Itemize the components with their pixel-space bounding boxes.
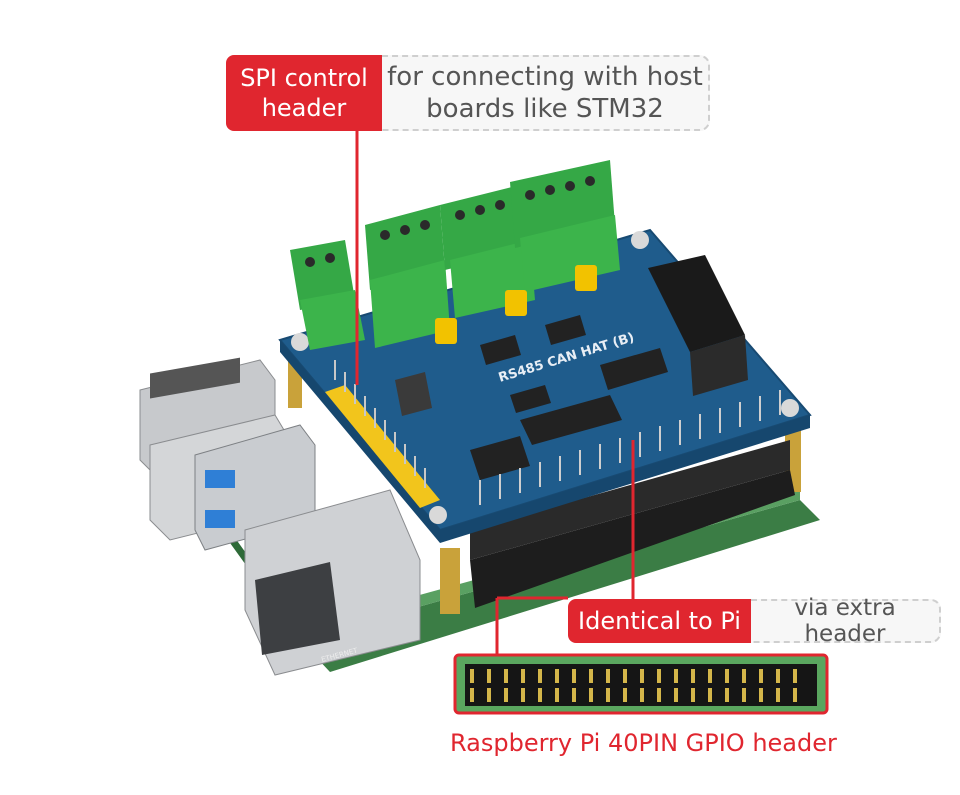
spi-desc-line1: for connecting with host bbox=[387, 62, 703, 92]
gpio-header-closeup bbox=[453, 653, 829, 715]
gpio-caption: Raspberry Pi 40PIN GPIO header bbox=[450, 729, 837, 757]
dc-dc-module bbox=[648, 255, 748, 396]
spi-label-line1: SPI control bbox=[240, 64, 368, 92]
chips bbox=[395, 315, 668, 480]
jumpers bbox=[435, 265, 597, 344]
identical-callout-label: Identical to Pi bbox=[568, 599, 751, 643]
spi-label-line2: header bbox=[261, 94, 347, 122]
identical-callout-desc: via extra header bbox=[751, 595, 941, 647]
leader-lines bbox=[355, 131, 635, 655]
gpio-pins bbox=[479, 390, 781, 505]
ethernet-port: ETHERNET bbox=[244, 489, 421, 676]
spi-desc-line2: boards like STM32 bbox=[426, 94, 664, 124]
spi-callout-label: SPI control header bbox=[226, 55, 382, 131]
spi-callout-desc: for connecting with host boards like STM… bbox=[382, 55, 710, 131]
usb-ports bbox=[139, 357, 316, 551]
identical-callout: Identical to Pi via extra header bbox=[568, 595, 941, 647]
spi-callout: SPI control header for connecting with h… bbox=[226, 55, 710, 131]
spi-header bbox=[325, 360, 440, 508]
screw-terminals bbox=[290, 160, 620, 350]
